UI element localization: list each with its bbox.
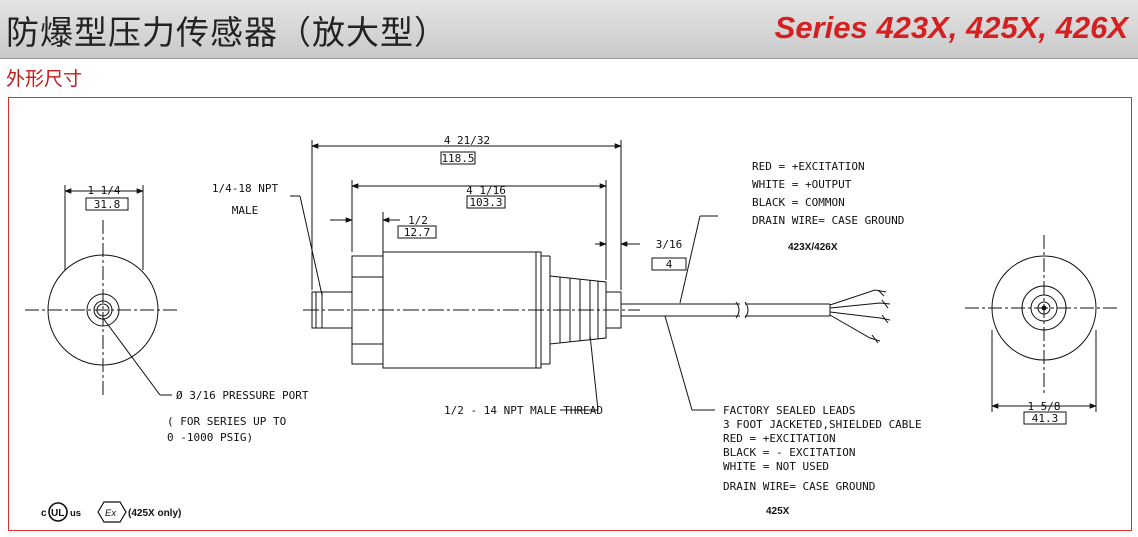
ex-logo-icon: Ex — [105, 508, 117, 519]
right-end-view — [965, 235, 1120, 425]
wiring-423x-model: 423X/426X — [788, 242, 838, 253]
port-note-line1: ( FOR SERIES UP TO — [167, 415, 286, 428]
pressure-port-label: Ø 3/16 PRESSURE PORT — [176, 389, 309, 402]
body-length-in: 4 1/16 — [466, 184, 506, 197]
body-length-mm: 103.3 — [469, 196, 502, 209]
overall-length-in: 4 21/32 — [444, 134, 490, 147]
section-title: 外形尺寸 — [6, 68, 83, 90]
right-diameter-mm: 41.3 — [1032, 412, 1059, 425]
side-view-dimensions — [290, 140, 718, 411]
wiring-425x-line: DRAIN WIRE= CASE GROUND — [723, 480, 875, 493]
npt-label-line1: 1/4-18 NPT — [212, 182, 279, 195]
drawing-frame — [8, 97, 1132, 531]
left-diameter-in: 1 1/4 — [87, 184, 120, 197]
side-view-body — [303, 251, 891, 369]
wiring-423x-line: DRAIN WIRE= CASE GROUND — [752, 214, 904, 227]
wiring-425x-model: 425X — [766, 506, 790, 517]
wiring-423x-line: WHITE = +OUTPUT — [752, 178, 852, 191]
wiring-425x-line: RED = +EXCITATION — [723, 432, 836, 445]
ul-logo-icon: UL — [51, 508, 64, 519]
wiring-423x-line: BLACK = COMMON — [752, 196, 845, 209]
right-diameter-in: 1 5/8 — [1027, 400, 1060, 413]
wiring-425x-line: WHITE = NOT USED — [723, 460, 829, 473]
left-end-view — [25, 185, 180, 396]
wiring-425x-line: BLACK = - EXCITATION — [723, 446, 855, 459]
left-diameter-mm: 31.8 — [94, 198, 121, 211]
hex-length-mm: 12.7 — [404, 226, 431, 239]
page-header: 防爆型压力传感器（放大型） Series 423X, 425X, 426X — [0, 0, 1138, 59]
hex-length-in: 1/2 — [408, 214, 428, 227]
wiring-425x-line: 3 FOOT JACKETED,SHIELDED CABLE — [723, 418, 922, 431]
tail-length-mm: 4 — [666, 258, 673, 271]
npt-label-line2: MALE — [232, 204, 259, 217]
series-title: Series 423X, 425X, 426X — [774, 10, 1128, 45]
tail-length-in: 3/16 — [656, 238, 683, 251]
port-note-line2: 0 -1000 PSIG) — [167, 431, 253, 444]
ul-c-mark: c — [41, 508, 47, 519]
ex-note: (425X only) — [128, 508, 181, 519]
wiring-423x-line: RED = +EXCITATION — [752, 160, 865, 173]
overall-length-mm: 118.5 — [441, 152, 474, 165]
wiring-425x-line: FACTORY SEALED LEADS — [723, 404, 855, 417]
page-title: 防爆型压力传感器（放大型） — [6, 13, 448, 52]
ul-us-mark: us — [70, 508, 81, 519]
certification-marks — [48, 501, 127, 523]
thread-label: 1/2 - 14 NPT MALE THREAD — [444, 404, 603, 417]
